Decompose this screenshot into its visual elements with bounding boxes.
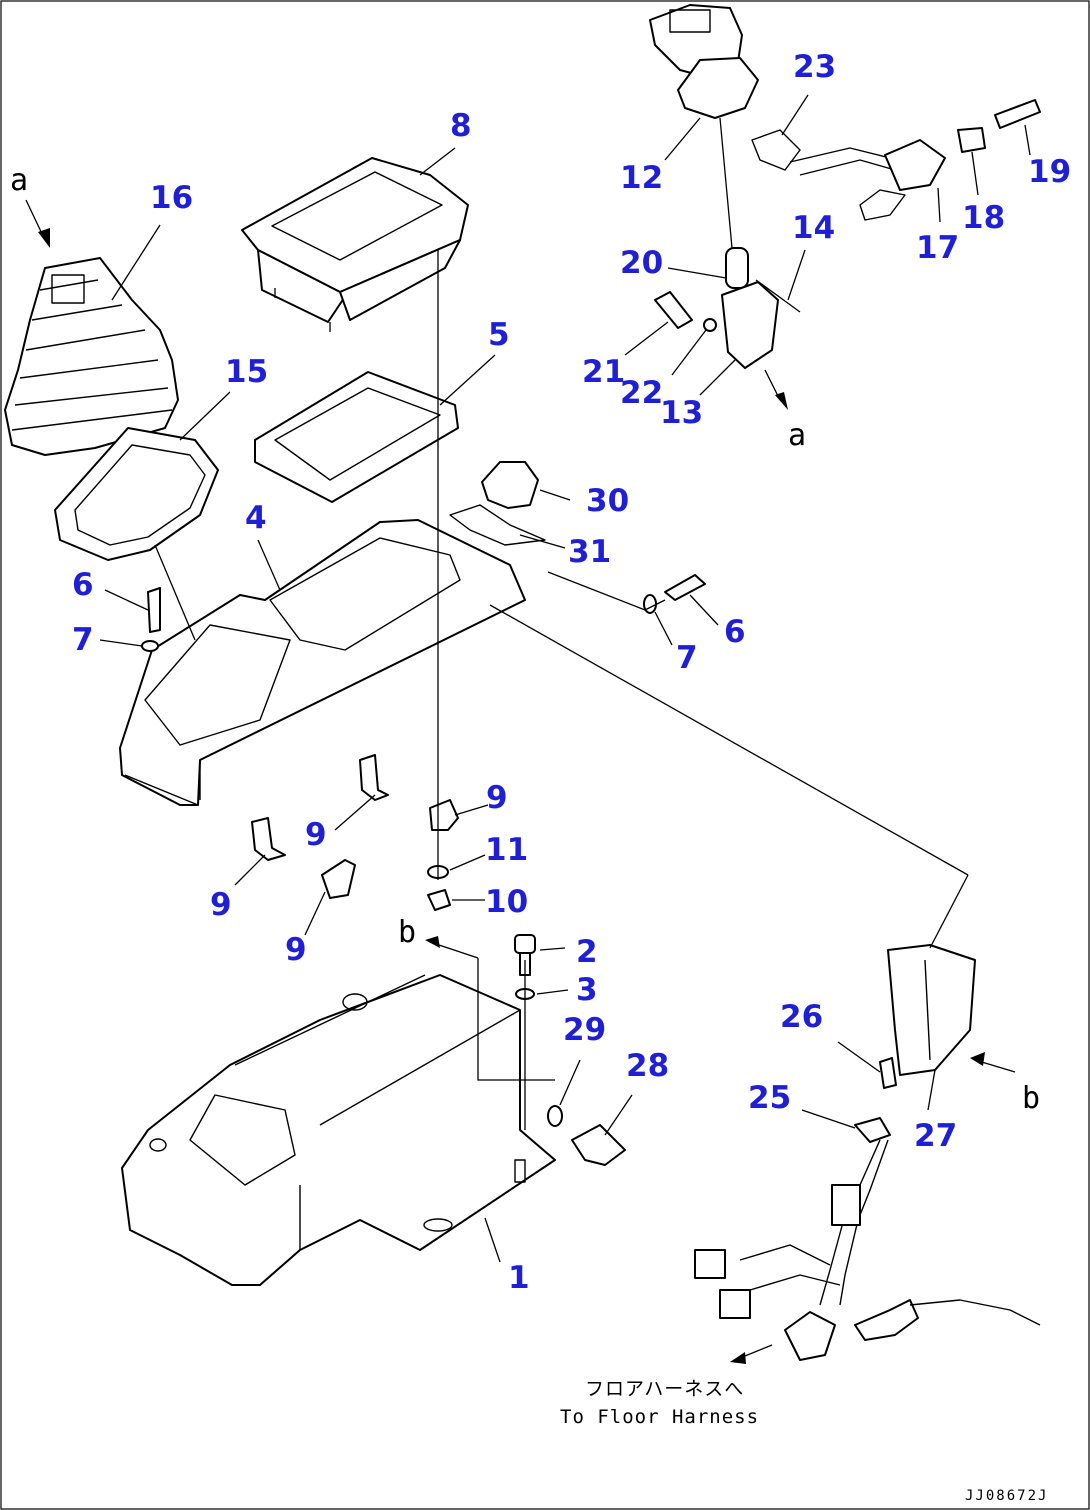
- callout-9-mid: 9: [305, 817, 327, 853]
- harness-plug-lower: [719, 1289, 751, 1319]
- callout-20: 20: [620, 245, 663, 281]
- ref-letter-a-top: a: [10, 163, 28, 198]
- callout-15: 15: [225, 354, 268, 390]
- callout-6-right: 6: [724, 614, 746, 650]
- part-boot-16: [4, 257, 179, 456]
- ref-letter-a-bottom: a: [788, 418, 806, 453]
- callout-7-left: 7: [72, 622, 94, 658]
- part-23: [751, 129, 801, 171]
- callout-3: 3: [576, 972, 598, 1008]
- callout-23: 23: [793, 49, 836, 85]
- callout-labels: 1 2 3 4 5 6 6 7 7 8 9 9 9 9 10 11 12 13 …: [72, 49, 1071, 1296]
- part-bolt-6-left: [147, 587, 161, 633]
- part-bolt-21: [654, 291, 693, 329]
- part-clip-9d: [429, 799, 459, 831]
- part-lever-knob-12: [649, 4, 759, 119]
- harness-plug-upper: [694, 1249, 726, 1279]
- leader-lines: [25, 94, 1031, 1364]
- callout-5: 5: [488, 317, 510, 353]
- callout-4: 4: [245, 500, 267, 536]
- callout-17: 17: [916, 230, 959, 266]
- part-18: [957, 127, 986, 153]
- callout-19: 19: [1028, 154, 1071, 190]
- callout-11: 11: [485, 832, 528, 868]
- part-connector-17: [884, 139, 946, 191]
- drawing-code: JJ08672J: [965, 1488, 1048, 1504]
- part-frame-5: [254, 371, 459, 503]
- part-26: [879, 1057, 897, 1089]
- harness-to-floor: [694, 1139, 1041, 1361]
- callout-13: 13: [660, 395, 703, 431]
- part-washer-22: [703, 318, 717, 332]
- harness-grommet: [854, 1299, 919, 1341]
- part-bolt-2-head: [514, 934, 536, 954]
- part-base-box-1: [121, 974, 556, 1286]
- part-clip-9b: [251, 817, 286, 861]
- callout-29: 29: [563, 1012, 606, 1048]
- callout-27: 27: [914, 1118, 957, 1154]
- part-pin-14: [755, 279, 801, 313]
- callout-14: 14: [792, 210, 835, 246]
- callout-12: 12: [620, 160, 663, 196]
- callout-31: 31: [568, 534, 611, 570]
- part-monitor-8: [241, 157, 469, 332]
- callout-26: 26: [780, 999, 823, 1035]
- callout-16: 16: [150, 180, 193, 216]
- callout-9-lower: 9: [285, 932, 307, 968]
- callout-9-left: 9: [210, 887, 232, 923]
- callout-7-right: 7: [676, 640, 698, 676]
- part-frame-15: [54, 427, 219, 561]
- callout-8: 8: [450, 108, 472, 144]
- callout-9-upper: 9: [486, 780, 508, 816]
- part-connector-25: [854, 1117, 891, 1143]
- callout-30: 30: [586, 483, 629, 519]
- callout-1: 1: [508, 1260, 530, 1296]
- part-nut-10: [427, 889, 451, 911]
- callout-18: 18: [962, 200, 1005, 236]
- harness-wire-23: [789, 147, 896, 176]
- callout-21: 21: [582, 354, 625, 390]
- part-switch-box-27: [887, 944, 976, 1076]
- callout-6-left: 6: [72, 567, 94, 603]
- part-bolt-6-right: [664, 574, 706, 601]
- part-console-cover-4: [119, 519, 526, 806]
- part-31: [449, 504, 546, 546]
- ref-letter-b-left: b: [398, 915, 416, 950]
- callout-10: 10: [485, 884, 528, 920]
- callout-2: 2: [576, 934, 598, 970]
- part-washer-7-left: [141, 640, 159, 652]
- part-clip-9c: [321, 859, 356, 899]
- part-30: [481, 461, 539, 509]
- harness-note-japanese: フロアハーネスへ: [585, 1378, 744, 1400]
- part-17-loop: [859, 189, 906, 221]
- part-washer-29: [547, 1105, 563, 1127]
- ref-letter-b-right: b: [1022, 1081, 1040, 1116]
- callout-25: 25: [748, 1080, 791, 1116]
- part-bolt-28: [571, 1124, 626, 1166]
- callout-28: 28: [626, 1048, 669, 1084]
- part-lever-base-13: [721, 247, 779, 369]
- callout-22: 22: [620, 375, 663, 411]
- part-19: [994, 99, 1041, 129]
- harness-connector-mid: [831, 1184, 861, 1226]
- part-clip-9a: [359, 754, 389, 801]
- harness-note-english: To Floor Harness: [560, 1406, 759, 1428]
- harness-main-plug: [784, 1311, 836, 1361]
